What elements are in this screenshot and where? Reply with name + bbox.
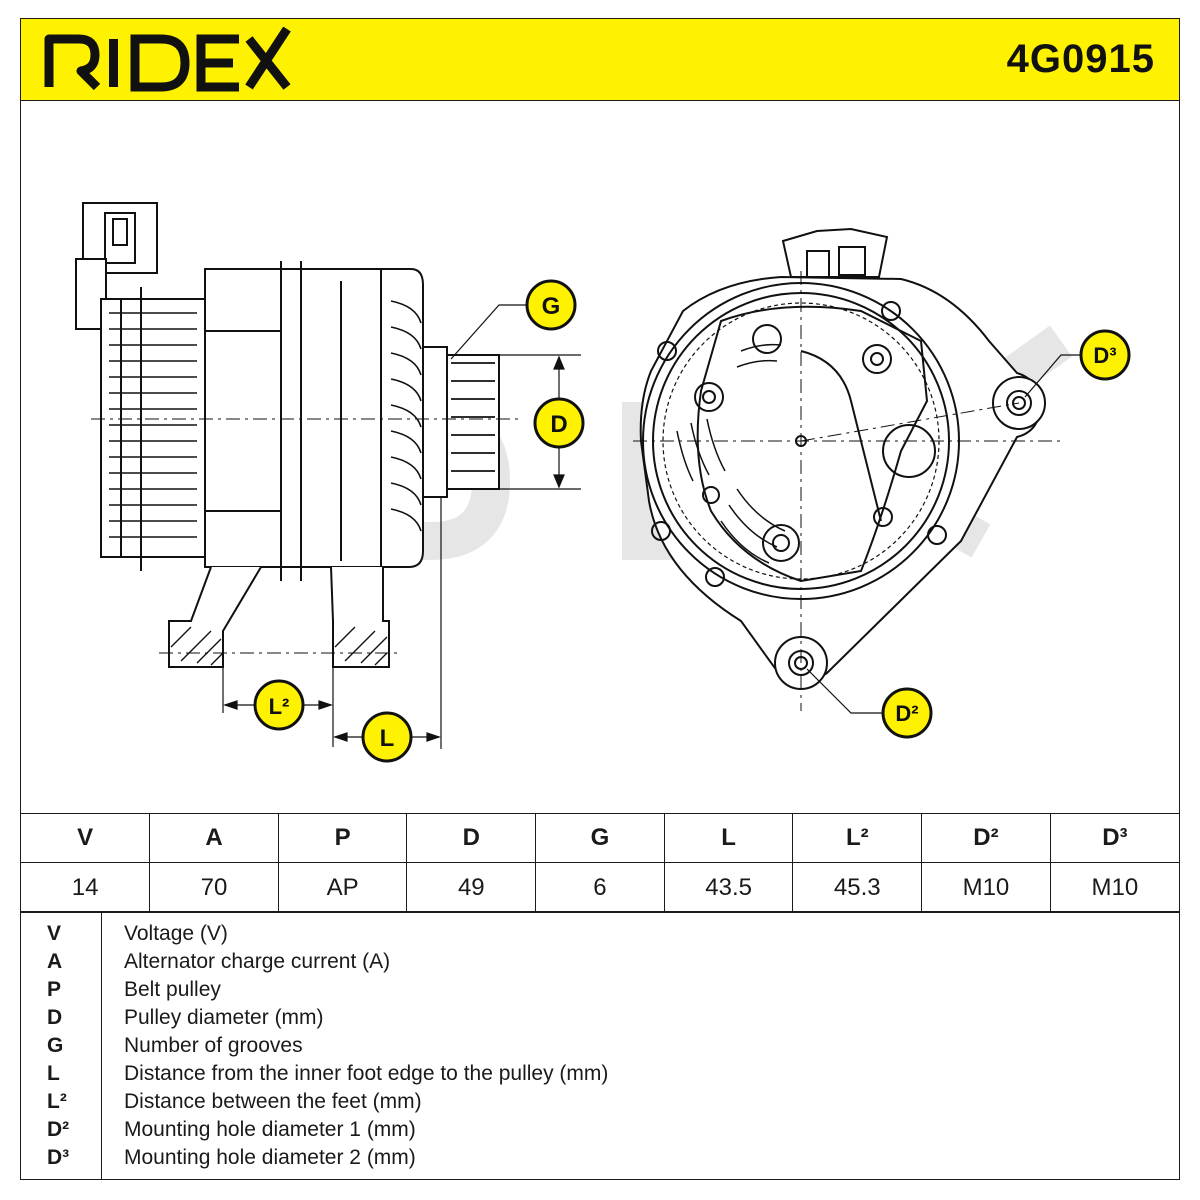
legend: V Voltage (V) A Alternator charge curren… [21,911,1179,1179]
legend-symbol: D [47,1006,63,1029]
legend-item: G Number of grooves [21,1032,1179,1060]
spec-header: D [406,813,537,863]
legend-symbol: L² [47,1090,67,1113]
svg-text:L²: L² [269,694,290,719]
legend-symbol: P [47,978,62,1001]
legend-symbol: D² [47,1118,70,1141]
legend-description: Mounting hole diameter 2 (mm) [124,1146,416,1169]
legend-item: A Alternator charge current (A) [21,948,1179,976]
spec-header: D³ [1049,813,1179,863]
spec-value: 6 [535,862,665,913]
feet-distance-dimensions [222,497,442,749]
spec-value: AP [277,862,408,913]
legend-description: Distance from the inner foot edge to the… [124,1062,609,1085]
grooves-leader-line [450,304,527,360]
legend-description: Belt pulley [124,978,221,1001]
part-number: 4G0915 [1006,37,1155,81]
svg-text:G: G [542,293,561,320]
callout-d2: D² [881,687,933,739]
legend-divider [101,912,102,1179]
svg-text:D³: D³ [1093,343,1116,368]
legend-description: Mounting hole diameter 1 (mm) [124,1118,416,1141]
spec-value: 43.5 [663,862,794,913]
spec-value: 49 [406,862,537,913]
legend-item: L Distance from the inner foot edge to t… [21,1060,1179,1088]
brand-logo [44,27,291,92]
spec-header: P [277,813,408,863]
legend-item: P Belt pulley [21,976,1179,1004]
spec-table: V A P D G L L² D² D³ 14 70 AP 49 6 43.5 … [21,813,1179,913]
spec-header: V [21,813,151,863]
legend-description: Pulley diameter (mm) [124,1006,324,1029]
legend-symbol: D³ [47,1146,70,1169]
legend-symbol: G [47,1034,64,1057]
callout-l: L [361,711,413,763]
mounting-hole-1-leader [806,668,883,714]
alternator-side-view [75,202,521,668]
callout-l2: L² [253,679,305,731]
spec-header: L² [792,813,923,863]
spec-header: D² [921,813,1051,863]
alternator-drawing: G D L² L D³ D² [75,202,1131,763]
legend-symbol: L [47,1062,60,1085]
svg-text:L: L [380,725,395,752]
spec-header: L [663,813,794,863]
legend-item: D³ Mounting hole diameter 2 (mm) [21,1144,1179,1172]
svg-text:D²: D² [895,701,918,726]
spec-value: 45.3 [792,862,923,913]
spec-value: M10 [921,862,1051,913]
legend-symbol: V [47,922,62,945]
legend-description: Number of grooves [124,1034,303,1057]
legend-description: Voltage (V) [124,922,228,945]
legend-description: Distance between the feet (mm) [124,1090,422,1113]
legend-item: D² Mounting hole diameter 1 (mm) [21,1116,1179,1144]
legend-symbol: A [47,950,63,973]
callout-g: G [525,279,577,331]
spec-value-row: 14 70 AP 49 6 43.5 45.3 M10 M10 [21,862,1179,913]
datasheet: 4G0915 [20,18,1180,1180]
alternator-rear-view [633,227,1065,711]
callout-d: D [533,397,585,449]
spec-header: A [149,813,279,863]
header-bar: 4G0915 [21,19,1179,101]
legend-description: Alternator charge current (A) [124,950,391,973]
legend-item: L² Distance between the feet (mm) [21,1088,1179,1116]
svg-text:D: D [550,411,567,438]
legend-item: D Pulley diameter (mm) [21,1004,1179,1032]
spec-header: G [535,813,665,863]
legend-item: V Voltage (V) [21,920,1179,948]
pulley-diameter-dimension [499,354,581,490]
spec-value: 70 [149,862,279,913]
spec-value: 14 [21,862,151,913]
spec-header-row: V A P D G L L² D² D³ [21,813,1179,863]
spec-value: M10 [1049,862,1179,913]
callout-d3: D³ [1079,329,1131,381]
mounting-hole-2-leader [1024,354,1081,398]
